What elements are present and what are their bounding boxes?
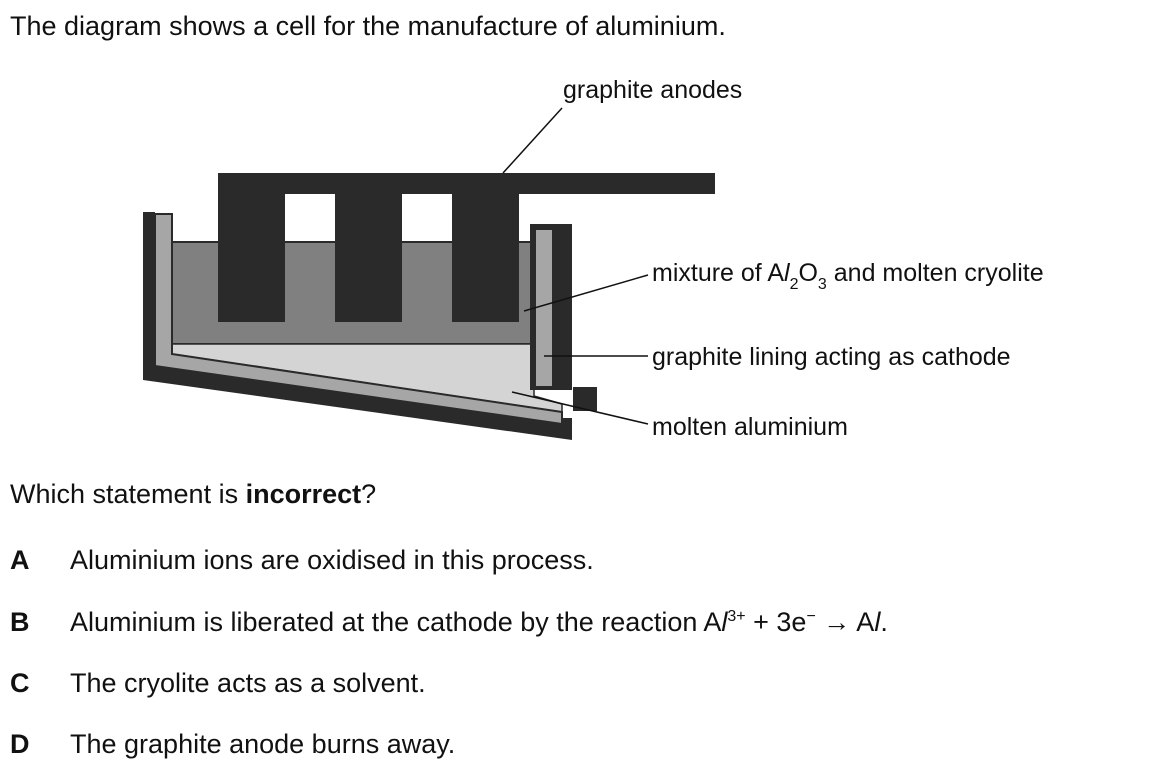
option-letter: D xyxy=(10,729,30,759)
electrolysis-cell-diagram: graphite anodes mixture of Al2O3 and mol… xyxy=(143,76,1044,441)
intro-text: The diagram shows a cell for the manufac… xyxy=(10,11,726,41)
option-text: Aluminium ions are oxidised in this proc… xyxy=(70,545,594,575)
option-text: The cryolite acts as a solvent. xyxy=(70,668,426,698)
leader-molten xyxy=(511,391,649,425)
leader-mixture xyxy=(523,274,649,312)
option-letter: C xyxy=(10,668,30,698)
label-graphite-anodes: graphite anodes xyxy=(563,76,742,104)
label-graphite-lining: graphite lining acting as cathode xyxy=(652,343,1011,371)
question-text: Which statement is incorrect? xyxy=(10,479,377,509)
anode-3 xyxy=(452,190,519,322)
anode-1 xyxy=(218,190,285,322)
option-text: The graphite anode burns away. xyxy=(70,729,456,759)
label-mixture: mixture of Al2O3 and molten cryolite xyxy=(652,259,1044,293)
graphite-lining-right xyxy=(536,230,552,386)
anode-bar xyxy=(218,173,715,194)
anode-2 xyxy=(335,190,402,322)
option-text: Aluminium is liberated at the cathode by… xyxy=(70,607,888,637)
option-letter: B xyxy=(10,607,30,637)
cell-casing xyxy=(143,212,572,440)
leader-anodes xyxy=(502,107,563,174)
label-molten-aluminium: molten aluminium xyxy=(652,413,848,441)
option-letter: A xyxy=(10,545,30,575)
